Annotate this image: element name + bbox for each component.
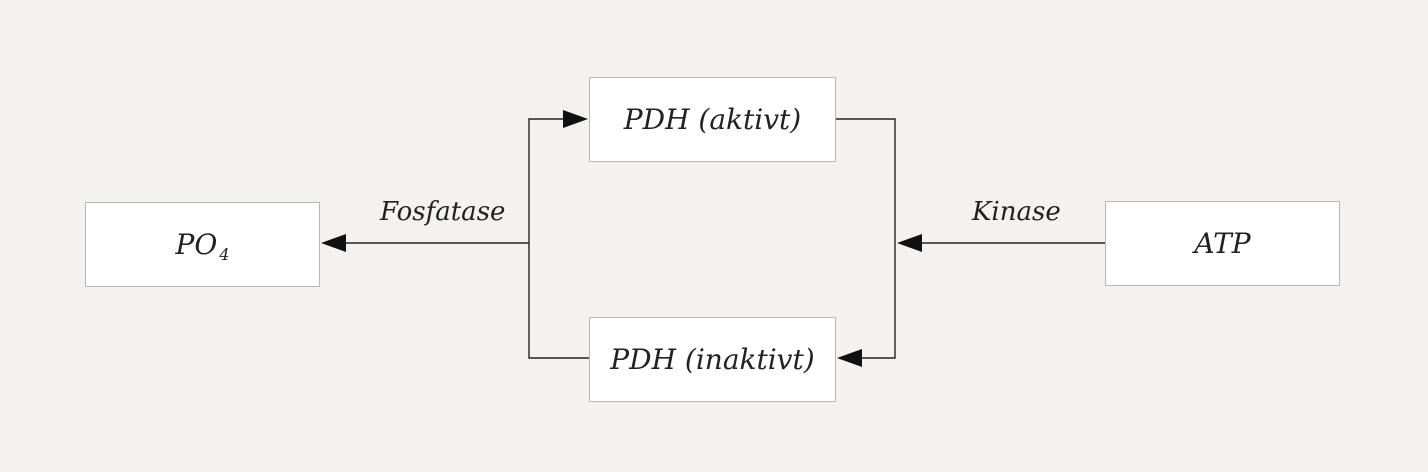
fosfatase-bracket-line xyxy=(528,118,589,359)
atp-label: ATP xyxy=(1194,227,1251,260)
arrowhead-to-pdh-inactive xyxy=(837,349,862,367)
kinase-edge-label: Kinase xyxy=(972,197,1061,227)
pdh-active-box: PDH (aktivt) xyxy=(589,77,836,162)
atp-box: ATP xyxy=(1105,201,1340,286)
fosfatase-edge-label: Fosfatase xyxy=(380,197,506,227)
pdh-inactive-box: PDH (inaktivt) xyxy=(589,317,836,402)
po4-label: PO xyxy=(175,228,218,261)
po4-subscript: 4 xyxy=(219,245,230,264)
kinase-bracket-line xyxy=(836,118,896,359)
pdh-active-label: PDH (aktivt) xyxy=(623,103,802,136)
arrowhead-to-kinase-junction xyxy=(897,234,922,252)
arrowhead-to-po4 xyxy=(321,234,346,252)
pdh-inactive-label: PDH (inaktivt) xyxy=(610,343,815,376)
arrowhead-to-pdh-active xyxy=(563,110,588,128)
